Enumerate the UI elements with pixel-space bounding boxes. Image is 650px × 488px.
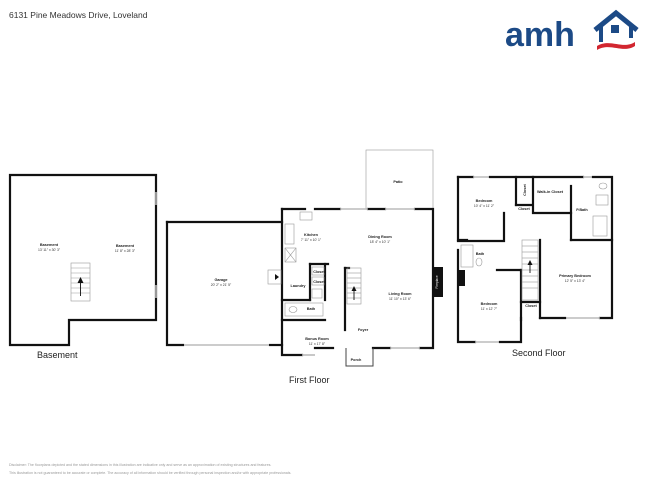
svg-text:Patio: Patio	[393, 180, 403, 184]
svg-text:12' 5" x 13' 4": 12' 5" x 13' 4"	[565, 279, 586, 283]
stairs-icon	[70, 262, 91, 302]
address-title: 6131 Pine Meadows Drive, Loveland	[9, 10, 148, 20]
svg-text:Porch: Porch	[351, 358, 362, 362]
svg-text:18' 4" x 10' 1": 18' 4" x 10' 1"	[370, 240, 391, 244]
svg-text:Basement: Basement	[40, 243, 59, 247]
svg-text:Closet: Closet	[523, 183, 527, 195]
second-floor-plan: Bedroom 10' 4" x 11' 2" Closet Closet Wa…	[456, 175, 614, 344]
svg-text:Closet: Closet	[313, 280, 325, 284]
logo-text: amh	[505, 16, 575, 53]
svg-text:20' 2" x 21' 5": 20' 2" x 21' 5"	[211, 283, 232, 287]
svg-text:Closet: Closet	[518, 207, 530, 211]
stairs-icon	[346, 267, 362, 305]
svg-text:Primary Bedroom: Primary Bedroom	[559, 274, 591, 278]
svg-text:Walk-in Closet: Walk-in Closet	[537, 190, 564, 194]
svg-text:Bonus Room: Bonus Room	[305, 337, 329, 341]
svg-text:Closet: Closet	[525, 304, 537, 308]
basement-plan: Basement 13' 11" x 30' 3" Basement 11' 8…	[8, 173, 158, 347]
svg-text:Kitchen: Kitchen	[304, 233, 319, 237]
svg-text:Basement: Basement	[116, 244, 135, 248]
first-floor-plan: Fireplace	[165, 149, 443, 367]
svg-text:11' x 17' 8": 11' x 17' 8"	[309, 342, 326, 346]
svg-text:10' 4" x 11' 2": 10' 4" x 11' 2"	[474, 204, 495, 208]
floor-label-basement: Basement	[37, 350, 78, 360]
svg-text:Laundry: Laundry	[291, 284, 307, 288]
disclaimer-line-2: This illustration is not guaranteed to b…	[9, 471, 292, 475]
svg-text:Garage: Garage	[214, 278, 227, 282]
svg-text:13' 11" x 30' 3": 13' 11" x 30' 3"	[38, 248, 61, 252]
svg-text:P.Bath: P.Bath	[576, 208, 588, 212]
svg-text:Foyer: Foyer	[358, 328, 369, 332]
svg-text:Dining Room: Dining Room	[368, 235, 392, 239]
svg-text:11' 10" x 13' 6": 11' 10" x 13' 6"	[389, 297, 412, 301]
disclaimer-line-1: Disclaimer: The floorplans depicted and …	[9, 463, 272, 467]
amh-logo: amh	[505, 9, 639, 53]
svg-text:Fireplace: Fireplace	[435, 275, 439, 288]
svg-text:Living Room: Living Room	[389, 292, 413, 296]
fireplace-block	[433, 267, 443, 297]
svg-text:7' 11" x 10' 1": 7' 11" x 10' 1"	[301, 238, 322, 242]
house-icon	[593, 9, 639, 50]
floor-label-first-floor: First Floor	[289, 375, 330, 385]
svg-text:11' 8" x 28' 3": 11' 8" x 28' 3"	[115, 249, 136, 253]
svg-text:Bath: Bath	[476, 252, 485, 256]
svg-text:Bath: Bath	[307, 307, 316, 311]
stairs-icon	[521, 239, 539, 301]
floor-label-second-floor: Second Floor	[512, 348, 566, 358]
svg-text:Bedroom: Bedroom	[481, 302, 498, 306]
svg-text:Bedroom: Bedroom	[476, 199, 493, 203]
svg-text:11' x 12' 7": 11' x 12' 7"	[481, 307, 498, 311]
svg-text:Closet: Closet	[313, 270, 325, 274]
